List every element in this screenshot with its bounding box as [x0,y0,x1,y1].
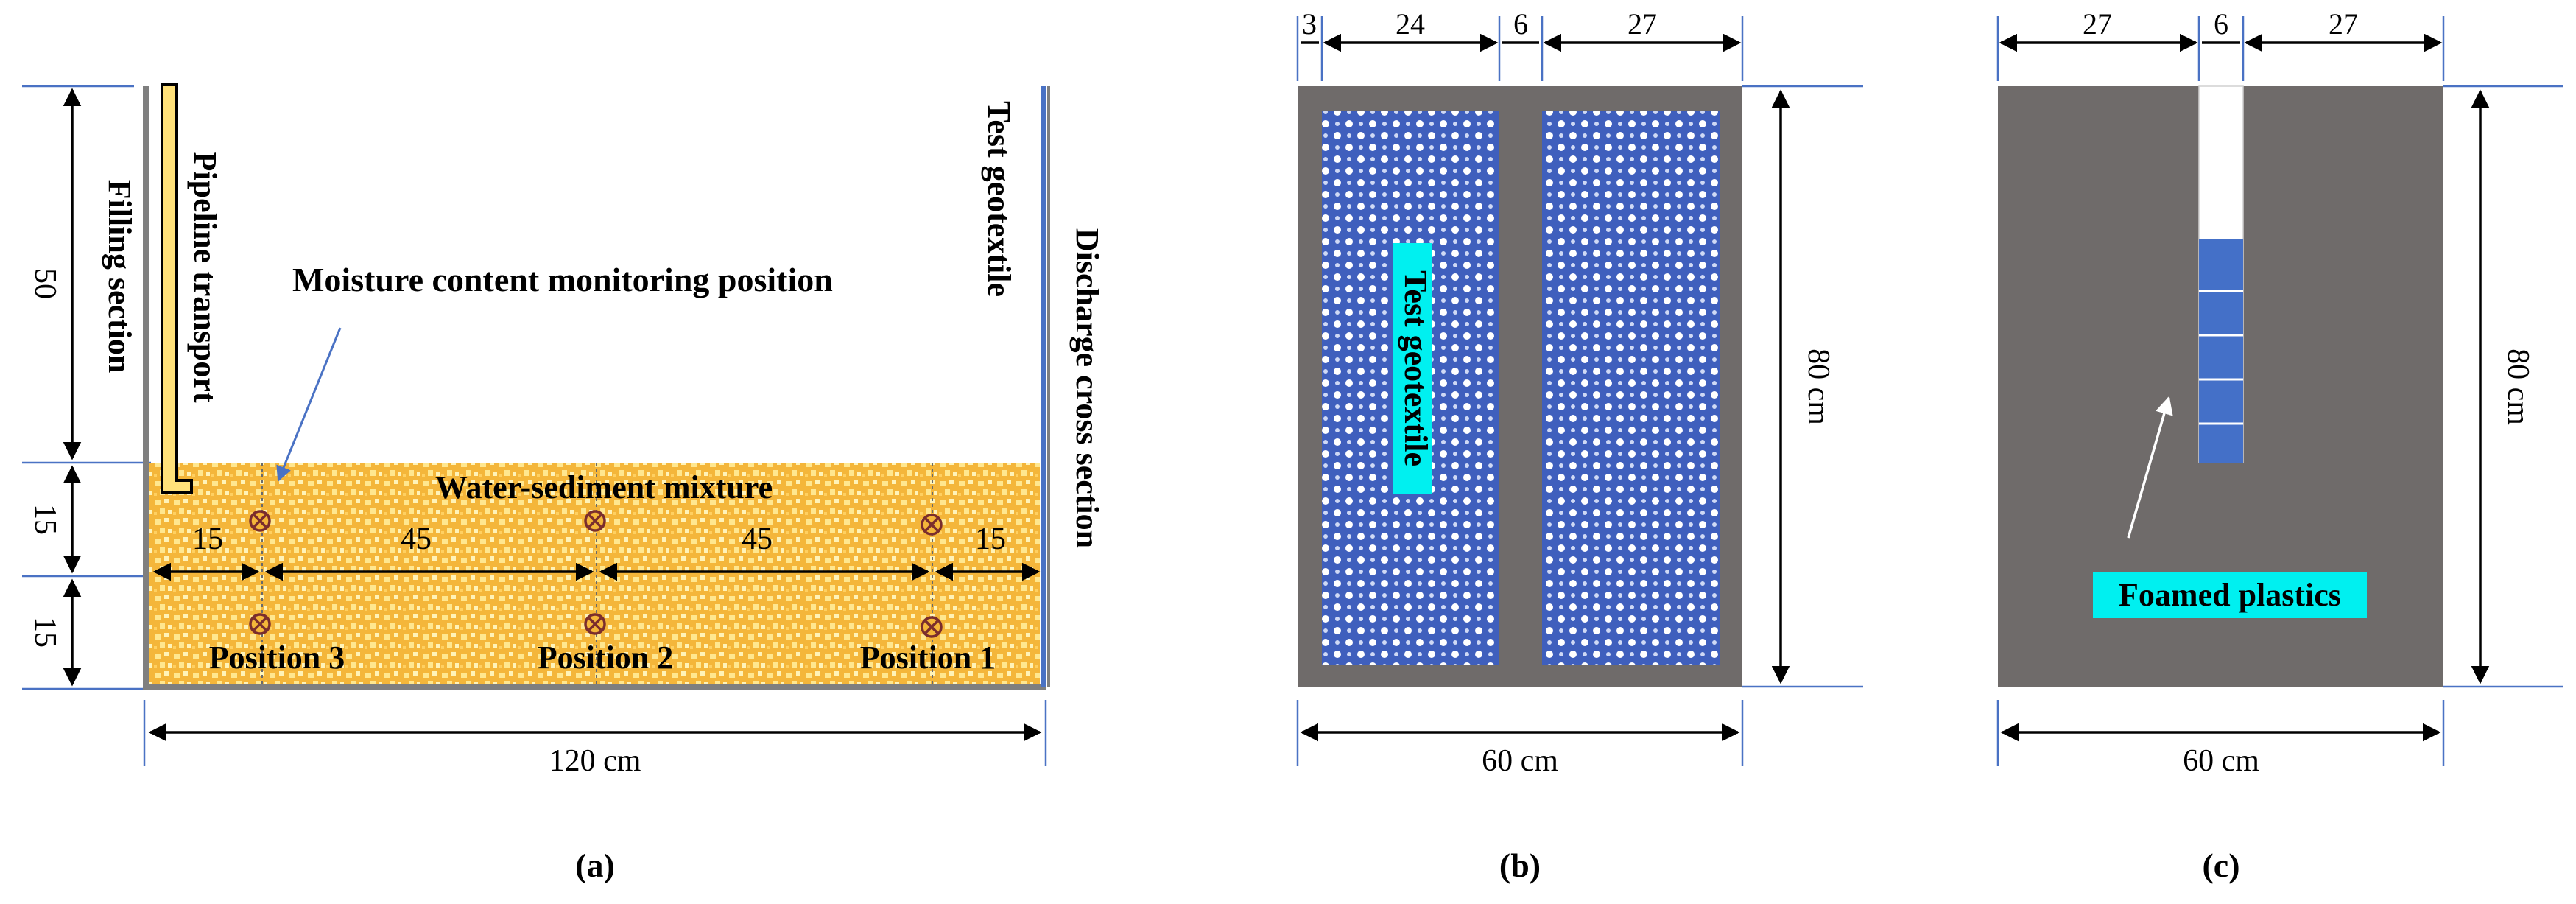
label-water-sediment-mixture: Water-sediment mixture [435,469,773,505]
tank-wall [143,86,1046,690]
monitor-point-2-upper-icon [584,510,606,532]
dim-label-15-upper: 15 [28,504,62,535]
label-bg-geotextile [1393,243,1432,494]
panel-c: 27 6 27 Foamed plastics 80 cm 60 cm (c) [1996,7,2563,884]
pipeline [161,83,193,494]
label-position-2: Position 2 [538,640,674,676]
monitor-point-3-lower-icon [249,613,271,635]
dim-label-15-lower: 15 [28,617,62,648]
dim-label-45-b: 45 [742,522,773,556]
dim-label-c-80: 80 cm [2501,348,2535,425]
caption-a: (a) [575,847,615,884]
panel-b: 3 24 6 27 Test geotextile 80 cm 60 cm (b… [1296,7,1863,884]
monitor-point-2-lower-icon [584,613,606,635]
caption-b: (b) [1499,847,1541,884]
monitor-point-1-upper-icon [921,514,943,536]
dim-label-c-6: 6 [2214,7,2228,41]
label-discharge-cross-section: Discharge cross section [1069,228,1105,548]
foamed-pointer [2127,396,2173,539]
monitor-point-1-lower-icon [921,616,943,638]
monitoring-pointer [276,327,342,482]
label-test-geotextile: Test geotextile [981,101,1017,297]
dim-label-15-left: 15 [192,522,223,556]
label-bg-foamed [2093,572,2367,618]
label-foamed-plastics: Foamed plastics [2119,577,2341,613]
dim-label-45-a: 45 [401,522,432,556]
frame-c [1998,86,2443,687]
label-pipeline-transport: Pipeline transport [187,152,223,403]
dim-label-b-6: 6 [1513,7,1528,41]
panel-a: 15 45 45 15 50 15 15 120 cm Filling sect… [22,83,1105,884]
label-position-3: Position 3 [209,640,345,676]
dim-label-b-3: 3 [1302,7,1317,41]
geotextile-right [1542,111,1720,665]
dim-label-b-24: 24 [1396,7,1425,41]
foamed-plastics [2199,239,2243,463]
caption-c: (c) [2202,847,2239,884]
label-moisture-monitoring: Moisture content monitoring position [292,261,833,298]
monitor-point-3-upper-icon [249,510,271,532]
dim-label-b-80: 80 cm [1801,348,1835,425]
label-test-geotextile-b: Test geotextile [1398,270,1434,466]
dim-label-c-27-left: 27 [2083,7,2112,41]
dim-label-120cm: 120 cm [549,744,641,778]
dim-label-15-right: 15 [975,522,1006,556]
label-position-1: Position 1 [860,640,996,676]
dim-label-50: 50 [28,268,62,299]
dim-label-b-27: 27 [1627,7,1657,41]
dim-label-c-27-right: 27 [2329,7,2358,41]
dim-label-c-60: 60 cm [2183,744,2259,778]
dim-label-b-60: 60 cm [1482,744,1558,778]
label-filling-section: Filling section [102,180,138,374]
